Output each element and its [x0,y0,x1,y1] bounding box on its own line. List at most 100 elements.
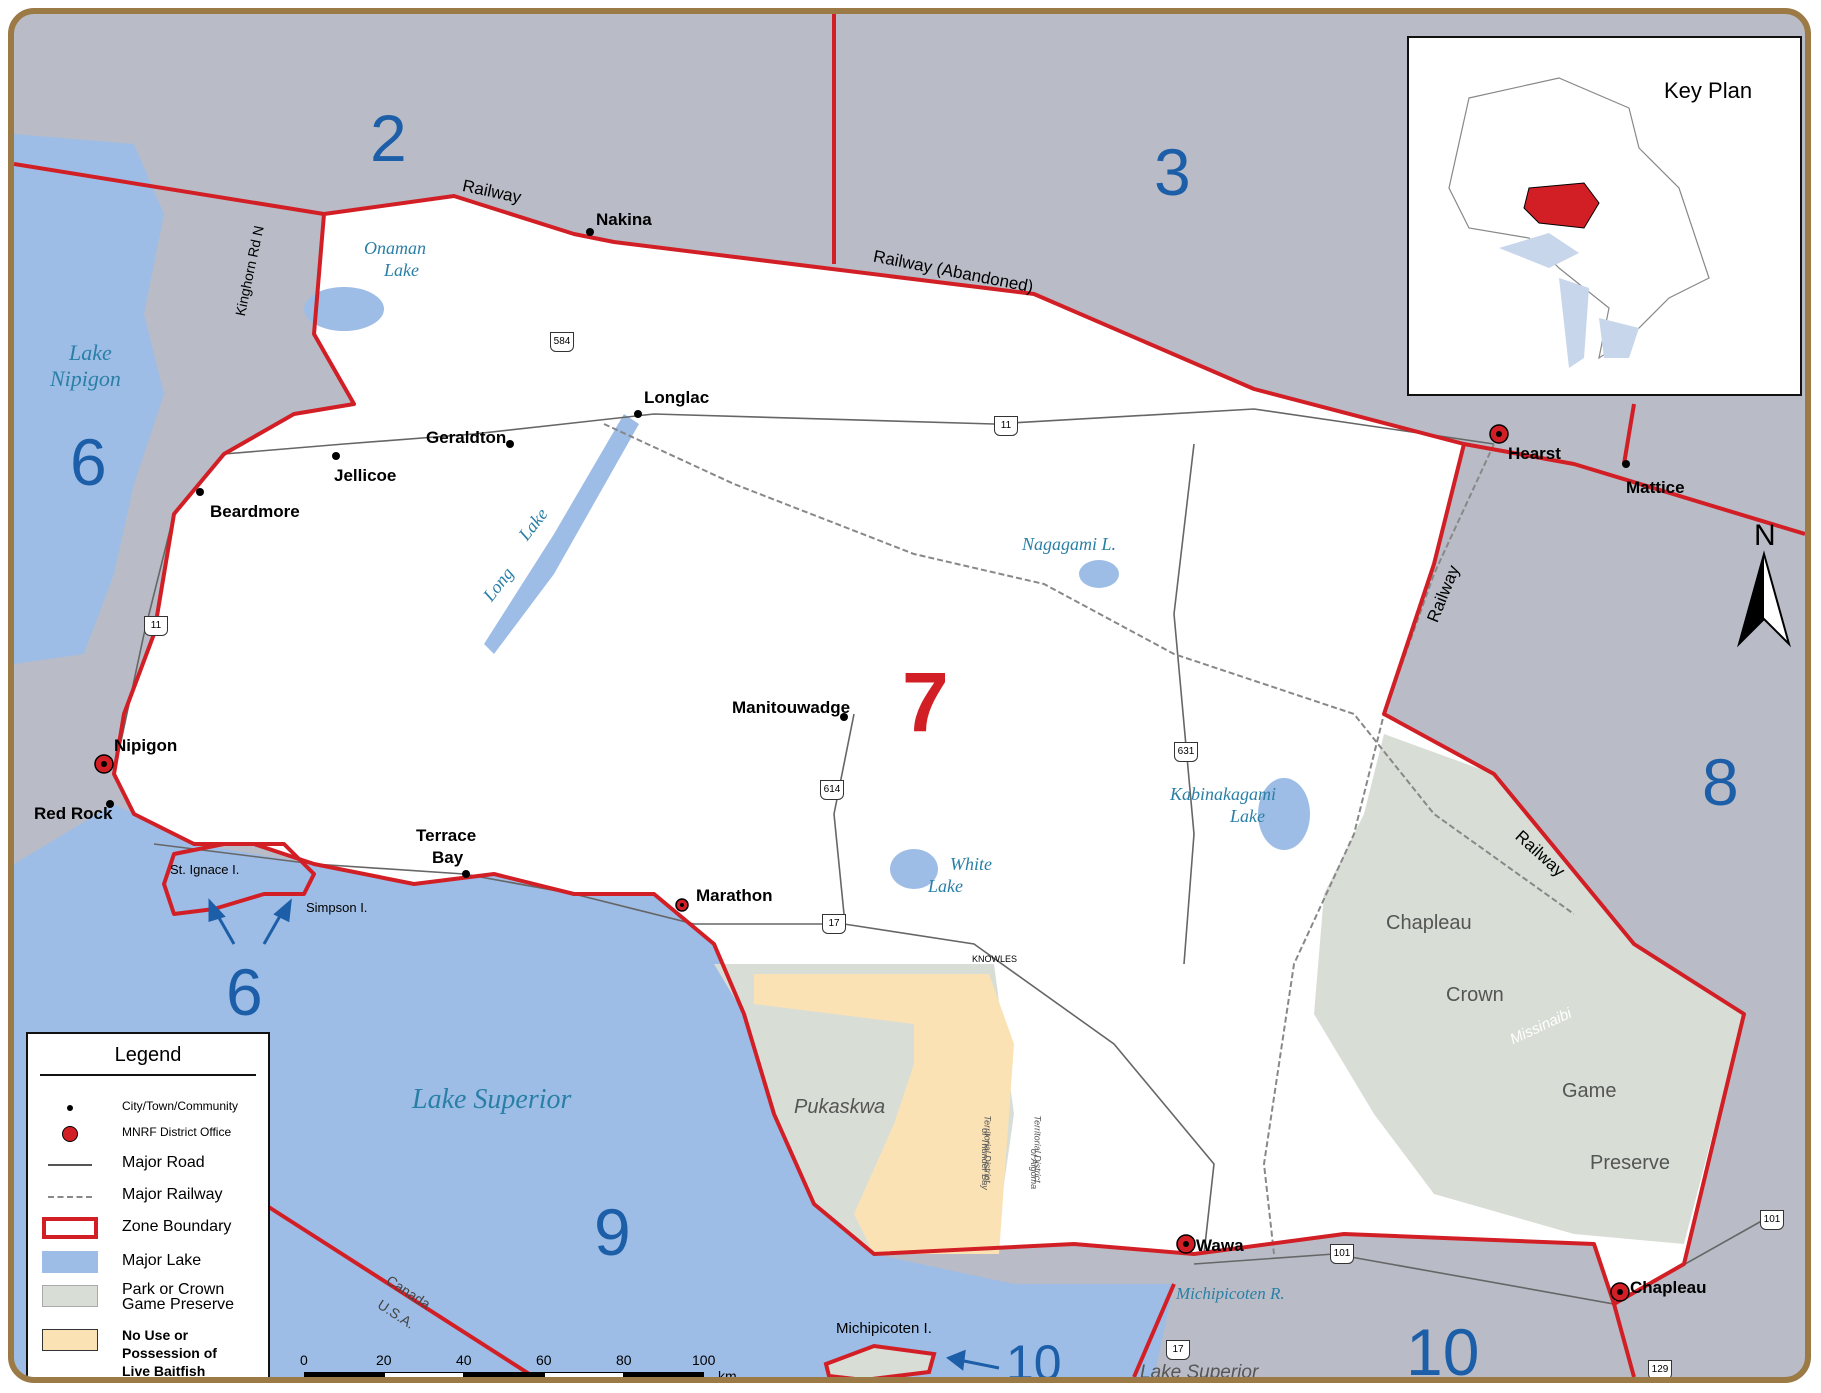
legend-label-zone-boundary: Zone Boundary [122,1218,232,1235]
highway-101-wawa-shield: 101 [1330,1244,1354,1264]
highway-11 [113,408,1495,775]
zone-northwest-boundary [14,162,325,216]
town-mattice: Mattice [1626,478,1685,497]
legend-label-road: Major Road [122,1154,205,1171]
onaman-label-2: Lake [384,260,419,280]
game-label: Game [1562,1080,1617,1102]
arrowhead-st-ignace [208,898,226,923]
lake-nipigon [14,134,164,664]
legend-label-park: Park or Crown Game Preserve [122,1281,235,1313]
legend: Legend City/Town/Community MNRF District… [26,1032,270,1379]
legend-divider [40,1074,256,1076]
legend-item-zone-boundary: Zone Boundary [28,1214,268,1242]
highway-631 [1173,443,1195,965]
marathon-office-center [680,903,684,907]
key-plan-map [1448,77,1710,368]
michipicoten-island-label: Michipicoten I. [836,1320,932,1337]
scale-tick-100: 100 [692,1352,716,1368]
legend-swatch-road [42,1153,98,1175]
kabinakagami-lake-shape [1258,778,1310,850]
lake-superior [14,804,1174,1377]
baitfish-area [754,974,1014,1254]
scale-tick-80: 80 [616,1352,632,1368]
chapleau-office-center [1617,1289,1623,1295]
thunder-bay-district-label-2: of Thunder Bay [979,1128,990,1190]
onaman-label-1: Onaman [364,238,426,258]
railway-algoma [1262,443,1495,1255]
white-lake-label-1: White [950,854,992,874]
zone-boundaries [14,14,1805,1377]
map-frame: 2 3 6 6 7 8 9 10 10 Nakina Longlac Geral… [8,8,1811,1383]
beardmore-dot [196,488,204,496]
legend-swatch-park [42,1285,98,1307]
simpson-island-label: Simpson I. [306,900,368,915]
highway-129-shield: 129 [1648,1360,1672,1377]
st-ignace-island [162,842,316,916]
scale-tick-20: 20 [376,1352,392,1368]
legend-item-baitfish: No Use or Possession of Live Baitfish [28,1326,268,1379]
zone-2-label: 2 [370,101,407,175]
scale-tick-0: 0 [300,1352,308,1368]
legend-item-road: Major Road [28,1150,268,1178]
zone-6-west-label: 6 [70,425,107,499]
chapleau-park-label: Chapleau [1386,912,1472,934]
highway-17-marathon-shield: 17 [822,914,846,934]
district-office-markers [94,424,1630,1302]
legend-label-major-lake: Major Lake [122,1252,202,1269]
canada-usa-border [262,1202,536,1377]
white-lake-label-2: Lake [928,876,963,896]
jellicoe-dot [332,452,340,460]
zone-10-island-label: 10 [1006,1335,1062,1383]
zone-northeast-boundary [1463,442,1805,536]
town-longlac: Longlac [644,388,710,407]
town-jellicoe: Jellicoe [334,466,397,485]
nagagami-lake-shape [1079,560,1119,588]
st-ignace-island-label: St. Ignace I. [170,862,240,877]
long-lake-shape [484,414,639,654]
town-chapleau: Chapleau [1630,1278,1707,1297]
railway-cn [603,423,1575,915]
key-plan-title: Key Plan [1664,78,1753,103]
town-nipigon: Nipigon [114,736,178,755]
michipicoten-river-label: Michipicoten R. [1176,1284,1285,1303]
nipigon-lake-label-1: Lake [69,340,112,365]
zone-7-label: 7 [902,655,949,749]
hearst-office-center [1496,431,1502,437]
nakina-dot [586,228,594,236]
nipigon-office-center [101,761,107,767]
legend-item-major-lake: Major Lake [28,1248,268,1276]
lake-superior-se-label: Lake Superior [1140,1362,1259,1383]
town-wawa: Wawa [1196,1236,1244,1255]
key-plan: Key Plan [1407,36,1802,396]
scale-segment-2 [384,1372,464,1377]
north-arrow-label: N [1754,519,1776,552]
legend-swatch-town [42,1097,98,1119]
crown-label: Crown [1446,984,1504,1006]
wawa-office-center [1183,1241,1189,1247]
terrace-bay-dot [462,870,470,878]
zone-6-islands-label: 6 [226,955,263,1029]
zone-3-label: 3 [1154,135,1191,209]
onaman-lake-shape [304,287,384,331]
scale-segment-5 [624,1372,704,1377]
michipicoten-island-shape [823,1343,937,1377]
chapleau-preserve-area [1314,734,1744,1244]
great-lakes [1499,233,1639,368]
white-lake-shape [890,849,938,889]
lake-superior-label: Lake Superior [412,1084,572,1115]
legend-label-baitfish: No Use or Possession of Live Baitfish [122,1327,217,1379]
highway-614 [833,713,855,915]
town-hearst: Hearst [1508,444,1561,463]
nagagami-label: Nagagami L. [1022,534,1117,554]
highway-614-shield: 614 [820,780,844,800]
major-roads [113,408,1775,1305]
zone-3-8-boundary [1622,403,1636,465]
major-railways [603,423,1575,1255]
arrow-michipicoten [958,1358,1000,1370]
legend-swatch-major-lake [42,1251,98,1273]
map-canvas [14,14,1805,1377]
town-terrace: Terrace [416,826,477,845]
highway-17 [153,843,1215,1255]
arrowhead-michipicoten [945,1349,966,1371]
legend-label-district-office: MNRF District Office [122,1125,232,1139]
